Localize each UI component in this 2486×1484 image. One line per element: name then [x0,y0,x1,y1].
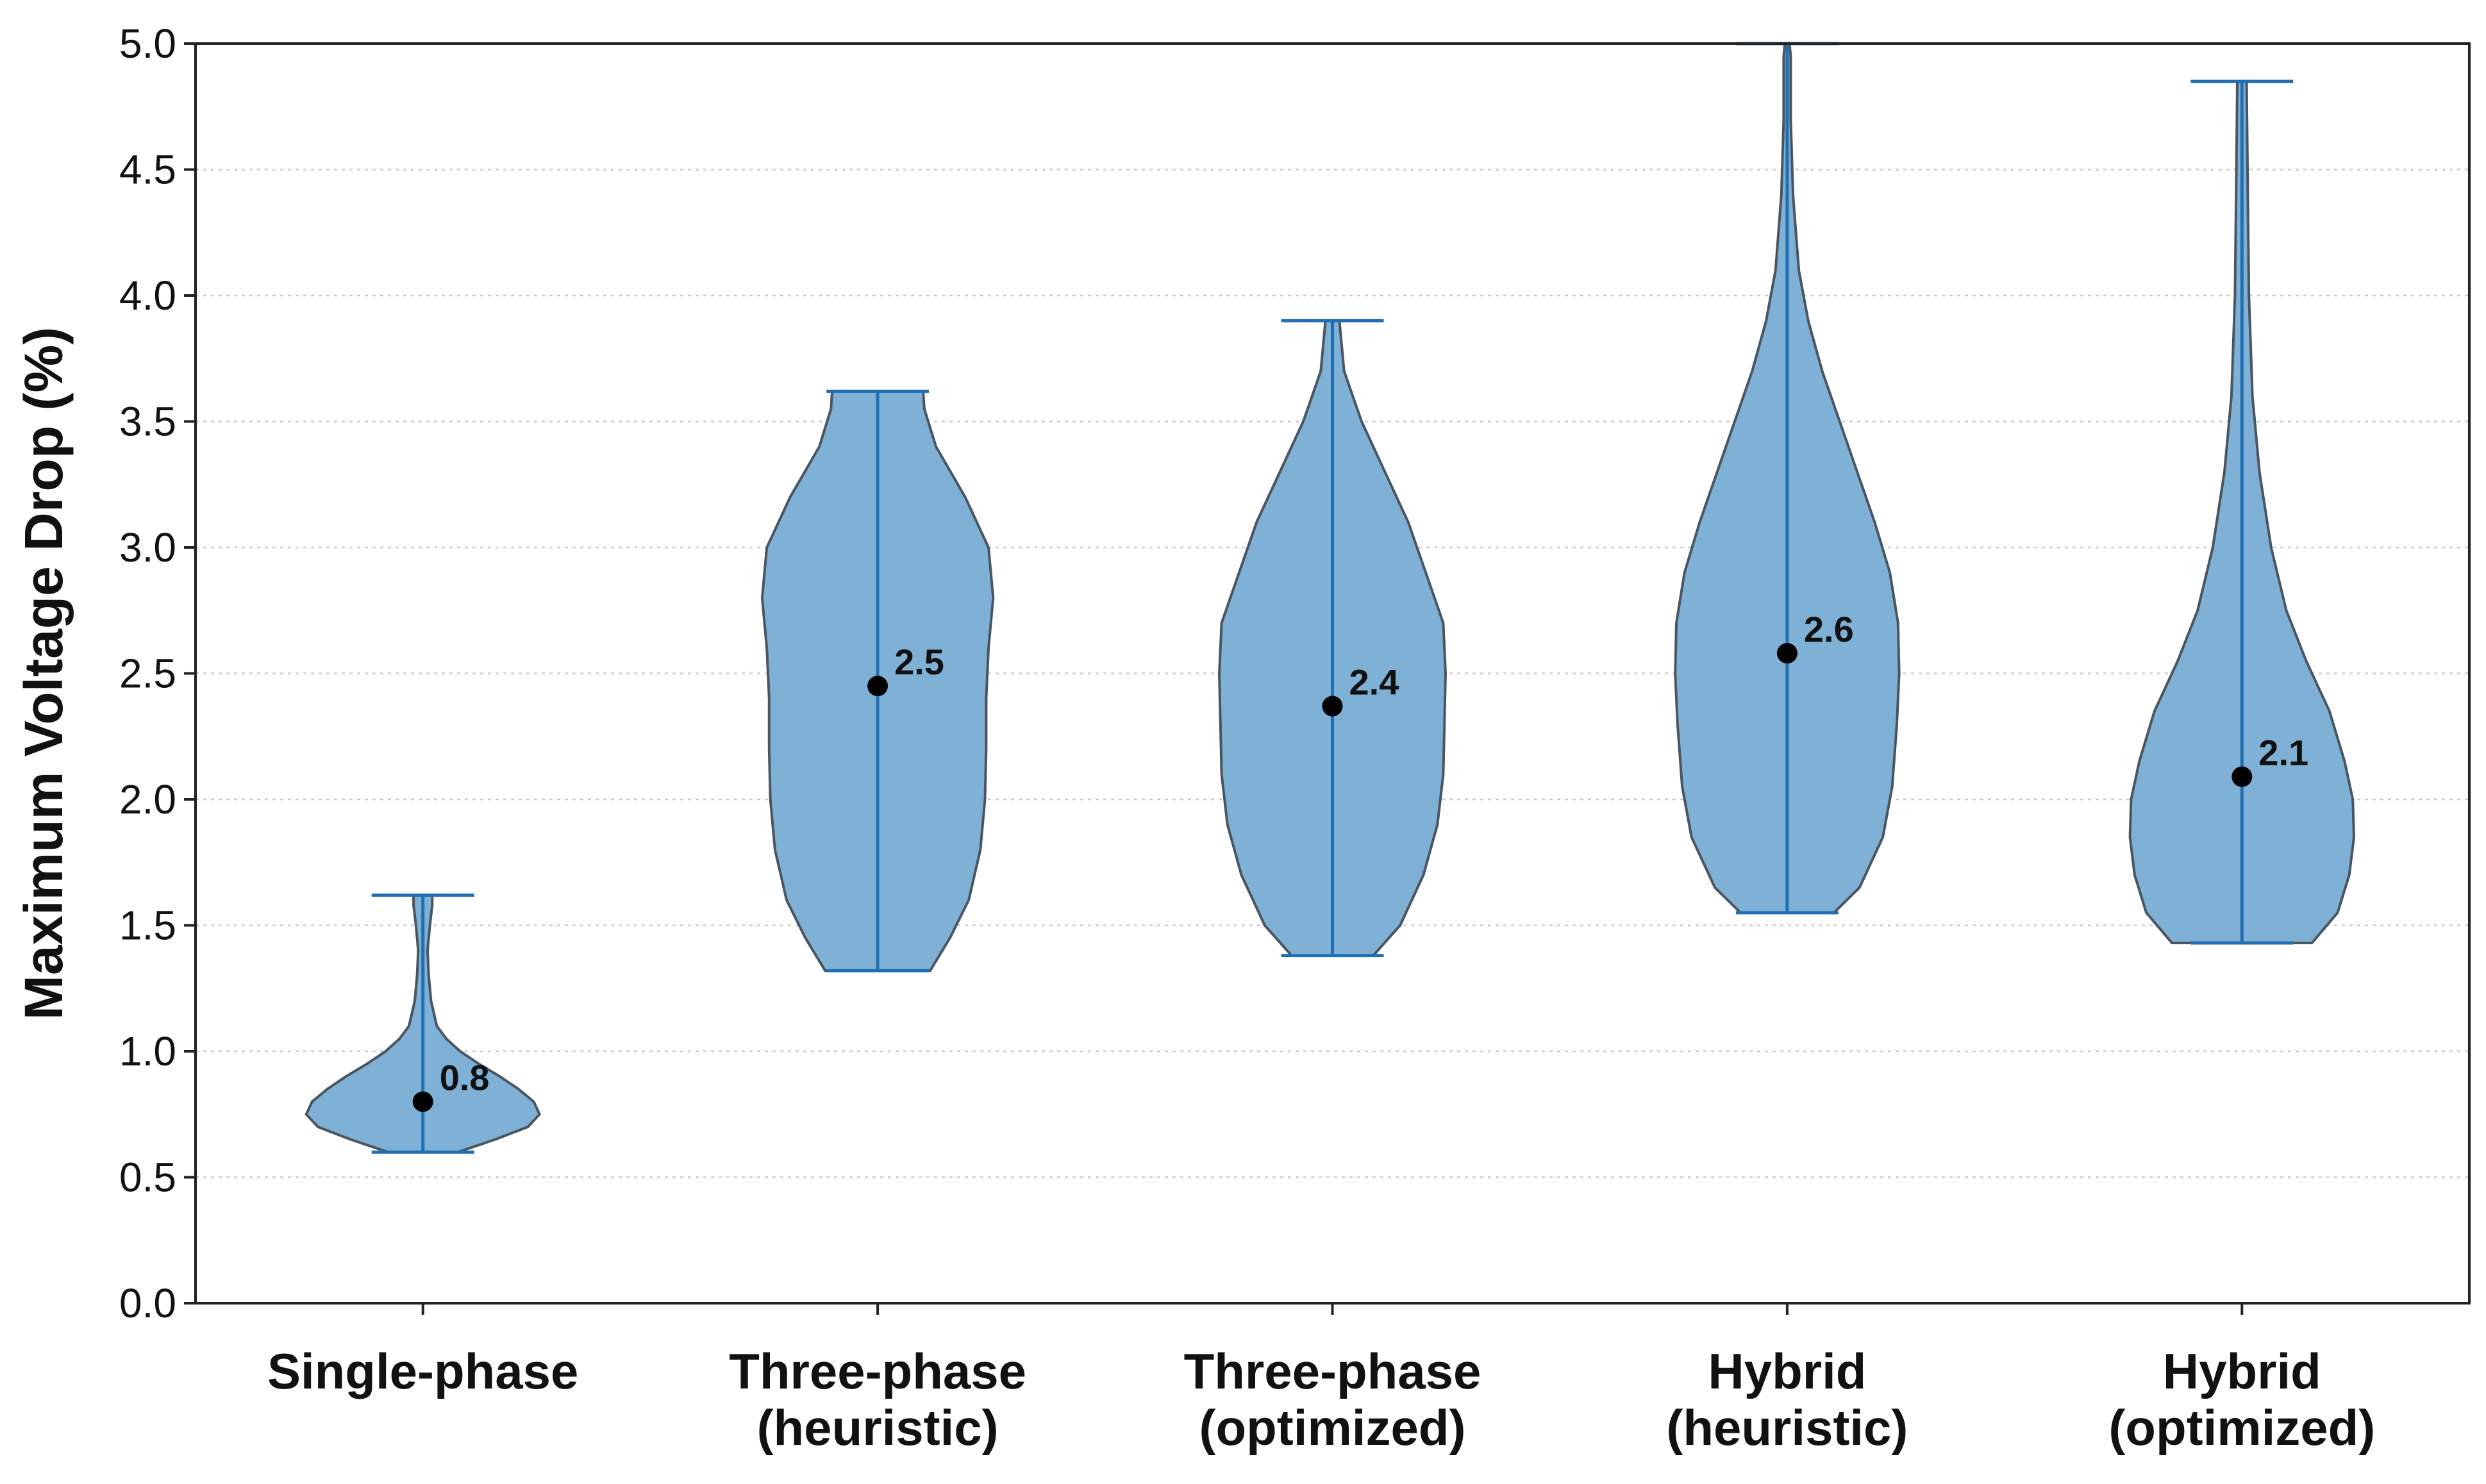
median-label: 2.6 [1804,609,1854,649]
y-tick-label: 1.5 [119,903,176,949]
median-label: 2.1 [2258,733,2308,773]
x-category-label: Three-phase [1184,1343,1481,1399]
violins: 0.8 2.5 2.4 2.6 2.1 [304,42,2356,1154]
violin-group: 2.1 [2128,79,2356,945]
y-tick-label: 2.0 [119,776,176,822]
median-label: 0.8 [440,1058,490,1098]
median-point [412,1091,433,1112]
y-axis-title: Maximum Voltage Drop (%) [13,327,74,1020]
violin-group: 2.5 [760,389,995,972]
violin-group: 0.8 [304,893,542,1154]
y-tick-label: 5.0 [119,21,176,67]
violin-group: 2.6 [1674,42,1901,915]
median-point [1322,696,1343,717]
y-axis-ticks: 0.0 0.5 1.0 1.5 2.0 2.5 3.0 3.5 4.0 4.5 5.0 [119,21,196,1326]
median-point [867,676,888,697]
x-category-label: (optimized) [2108,1399,2375,1456]
median-point [1776,643,1798,664]
x-category-label: Single-phase [267,1343,578,1399]
y-tick-label: 2.5 [119,651,176,697]
y-tick-label: 4.5 [119,147,176,193]
y-tick-label: 0.5 [119,1155,176,1201]
x-category-label: Hybrid [2163,1343,2321,1399]
y-tick-label: 4.0 [119,272,176,319]
violin-group: 2.4 [1217,319,1447,958]
y-tick-label: 3.0 [119,524,176,571]
y-tick-label: 1.0 [119,1028,176,1074]
gridlines [196,169,2469,1178]
median-label: 2.5 [894,642,944,682]
median-point [2232,766,2253,787]
x-category-label: Three-phase [729,1343,1026,1399]
y-tick-label: 3.5 [119,399,176,445]
x-category-label: (heuristic) [1666,1399,1908,1456]
y-tick-label: 0.0 [119,1280,176,1326]
x-category-label: Hybrid [1708,1343,1866,1399]
x-category-label: (optimized) [1199,1399,1466,1456]
median-label: 2.4 [1349,662,1399,703]
x-category-label: (heuristic) [757,1399,999,1456]
